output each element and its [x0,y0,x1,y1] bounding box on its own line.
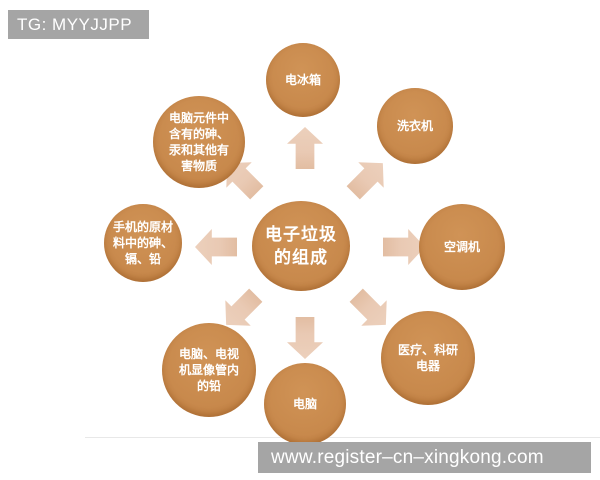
node-washing-machine: 洗衣机 [377,88,453,164]
node-label: 电脑元件中 含有的砷、 汞和其他有 害物质 [168,111,229,173]
node-label: 电脑、电视 机显像管内 的铅 [178,347,239,393]
watermark-top: TG: MYYJJPP [8,10,149,39]
node-center-hub: 电子垃圾 的组成 [252,201,350,291]
arrow-down-icon [287,317,323,359]
node-label: 医疗、科研 电器 [397,343,458,373]
node-label: 手机的原材 料中的砷、 镉、铅 [112,220,173,266]
node-medical-research: 医疗、科研 电器 [381,311,475,405]
image-border-line [85,437,600,438]
watermark-top-text: TG: MYYJJPP [17,14,133,34]
node-air-conditioner: 空调机 [419,204,505,290]
watermark-bottom: www.register–cn–xingkong.com [258,442,591,473]
watermark-bottom-text: www.register–cn–xingkong.com [271,446,544,468]
hub-label: 电子垃圾 的组成 [265,225,337,267]
node-label: 电脑 [292,397,317,411]
node-phone-materials: 手机的原材 料中的砷、 镉、铅 [104,204,182,282]
node-fridge: 电冰箱 [266,43,340,117]
node-label: 空调机 [443,240,480,254]
node-computer: 电脑 [264,363,346,445]
node-pc-components: 电脑元件中 含有的砷、 汞和其他有 害物质 [153,96,245,188]
node-label: 电冰箱 [284,73,321,87]
node-label: 洗衣机 [396,119,433,133]
arrow-up-icon [287,127,323,169]
node-crt-lead: 电脑、电视 机显像管内 的铅 [162,323,256,417]
arrow-left-icon [195,229,237,265]
arrow-up-right-icon [340,150,395,205]
